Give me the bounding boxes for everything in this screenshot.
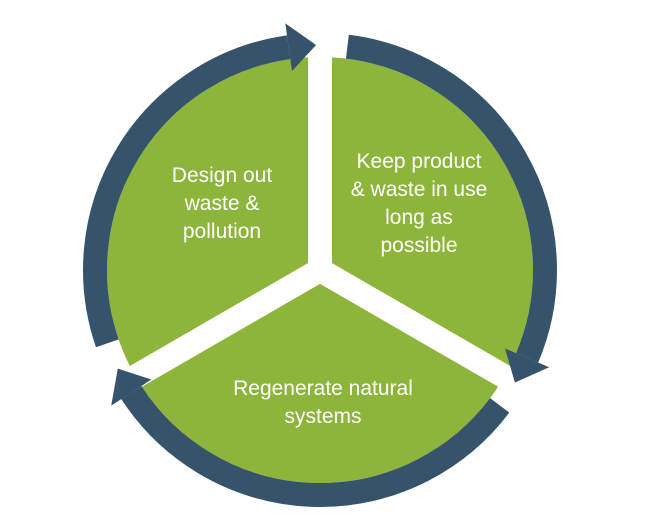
arrow-head-regenerate bbox=[111, 368, 152, 406]
arrow-arc-keep-in-use bbox=[345, 34, 557, 363]
arrow-head-design-out bbox=[285, 23, 317, 71]
separator-right bbox=[313, 259, 537, 402]
label-line: systems bbox=[284, 405, 362, 428]
label-design-out: Design out waste & pollution bbox=[152, 162, 292, 246]
separator-left bbox=[103, 259, 327, 402]
label-line: Regenerate natural bbox=[233, 377, 413, 400]
arrow-arc-regenerate bbox=[121, 385, 510, 507]
label-line: pollution bbox=[182, 220, 262, 243]
label-line: waste & bbox=[184, 192, 260, 215]
arrow-arc-design-out bbox=[83, 35, 291, 348]
label-keep-in-use: Keep product & waste in use long as poss… bbox=[332, 148, 506, 260]
label-line: long as bbox=[385, 206, 453, 229]
label-line: & waste in use bbox=[350, 178, 488, 201]
cycle-arrows bbox=[83, 23, 557, 507]
label-line: Keep product bbox=[356, 150, 482, 173]
label-regenerate: Regenerate natural systems bbox=[200, 375, 446, 431]
label-line: possible bbox=[380, 234, 458, 257]
separators bbox=[103, 27, 537, 402]
arrow-head-keep-in-use bbox=[505, 348, 550, 383]
label-line: Design out bbox=[171, 164, 273, 187]
